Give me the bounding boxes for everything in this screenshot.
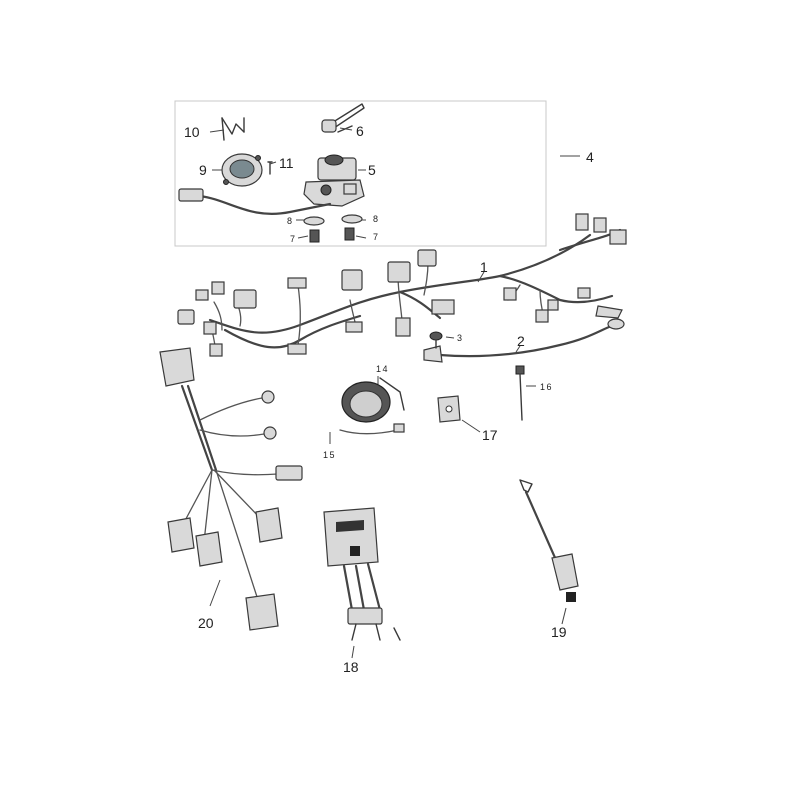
callout-2: 2 xyxy=(517,333,525,349)
callout-7-right: 7 xyxy=(373,232,380,242)
horn xyxy=(339,377,405,435)
bracket-17 xyxy=(437,395,461,423)
leader-lines xyxy=(209,127,580,659)
callout-7-left: 7 xyxy=(290,234,297,244)
ignition-key xyxy=(321,103,365,133)
kit-harness-connector xyxy=(178,188,204,202)
ignition-switch xyxy=(303,154,365,207)
callout-11: 11 xyxy=(279,155,294,171)
callout-6: 6 xyxy=(356,123,364,139)
callout-16: 16 xyxy=(540,382,553,392)
bolt-right xyxy=(344,227,355,241)
callout-17: 17 xyxy=(482,427,498,443)
kit-harness xyxy=(198,194,332,215)
callout-14: 14 xyxy=(376,364,389,374)
main-harness xyxy=(177,213,627,357)
bolt-left xyxy=(309,229,320,243)
ignition-kit-frame xyxy=(174,100,547,247)
washer-left xyxy=(303,216,325,226)
lock-cap xyxy=(221,153,263,187)
callout-15: 15 xyxy=(323,450,336,460)
callout-19: 19 xyxy=(551,624,567,640)
bolt-16 xyxy=(515,365,525,421)
sensor-19 xyxy=(519,479,579,602)
callouts: 10 6 5 4 9 11 8 8 7 7 1 2 3 14 16 17 15 … xyxy=(184,123,594,675)
sub-harness-20 xyxy=(159,347,303,631)
callout-9: 9 xyxy=(199,162,207,178)
callout-1: 1 xyxy=(480,259,488,275)
screw-3 xyxy=(429,331,443,349)
cdi-unit-18 xyxy=(323,507,401,641)
callout-4: 4 xyxy=(586,149,594,165)
callout-8-left: 8 xyxy=(287,216,294,226)
callout-5: 5 xyxy=(368,162,376,178)
callout-20: 20 xyxy=(198,615,214,631)
ignition-kit-group xyxy=(174,100,547,247)
ground-strap xyxy=(423,318,625,363)
callout-10: 10 xyxy=(184,124,200,140)
washer-right xyxy=(341,214,363,224)
callout-3: 3 xyxy=(457,333,464,343)
cap-screws xyxy=(221,117,273,175)
callout-8-right: 8 xyxy=(373,214,380,224)
callout-18: 18 xyxy=(343,659,359,675)
